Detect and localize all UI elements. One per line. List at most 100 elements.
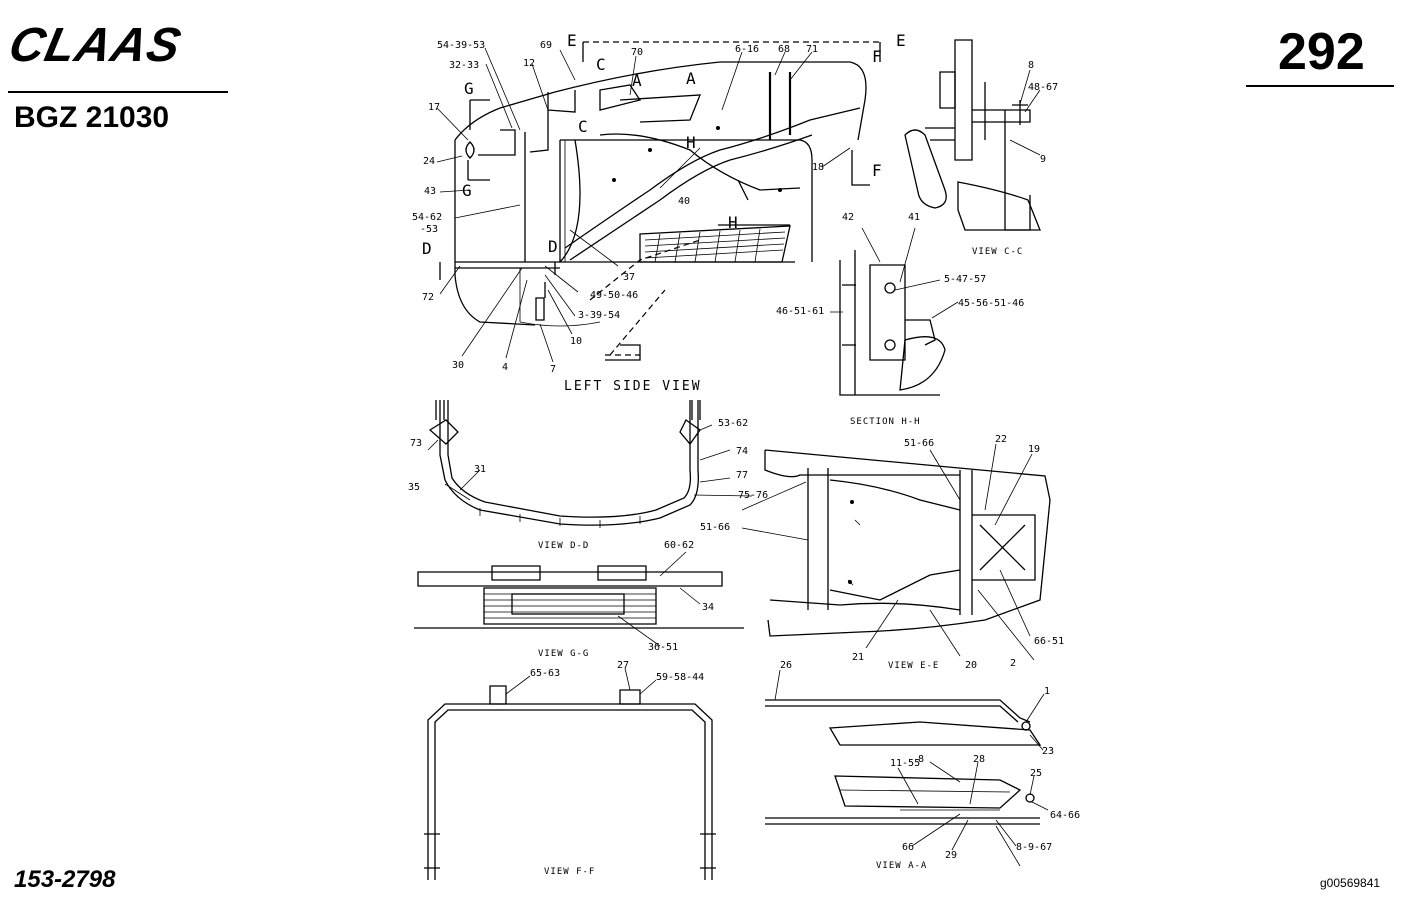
callout-label: 10: [570, 336, 582, 347]
callout-label: 30: [452, 360, 464, 371]
callout-label: 60-62: [664, 540, 694, 551]
callout-label: 2: [1010, 658, 1016, 669]
view-a-a-drawing: [765, 669, 1049, 867]
callout-label: 28: [973, 754, 985, 765]
callout-label: 53-62: [718, 418, 748, 429]
view-g-g-drawing: [414, 551, 744, 647]
callout-label: 34: [702, 602, 714, 613]
callout-label: 27: [617, 660, 629, 671]
callout-label: 77: [736, 470, 748, 481]
view-title: LEFT SIDE VIEW: [564, 379, 702, 394]
callout-label: 19: [1028, 444, 1040, 455]
callout-label: 42: [842, 212, 854, 223]
view-e-e-drawing: [741, 443, 1051, 661]
callout-label: 75-76: [738, 490, 768, 501]
view-title: VIEW E-E: [888, 661, 939, 671]
callout-label: 72: [422, 292, 434, 303]
callout-label: 17: [428, 102, 440, 113]
callout-label: 8: [1028, 60, 1034, 71]
callout-label: 43: [424, 186, 436, 197]
callout-label: 73: [410, 438, 422, 449]
callout-label: -53: [420, 224, 438, 235]
callout-label: 8: [918, 754, 924, 765]
callout-label: 54-62: [412, 212, 442, 223]
callout-label: 69: [540, 40, 552, 51]
section-letter: C: [578, 117, 588, 136]
callout-label: 9: [1040, 154, 1046, 165]
callout-label: 74: [736, 446, 748, 457]
callout-label: 24: [423, 156, 435, 167]
view-c-c-drawing: [904, 39, 1041, 231]
callout-label: 22: [995, 434, 1007, 445]
section-letter: C: [596, 55, 606, 74]
callout-label: 6-16: [735, 44, 759, 55]
view-d-d-drawing: [427, 400, 753, 528]
section-letter: E: [567, 31, 577, 50]
callout-label: 31: [474, 464, 486, 475]
section-letter: F: [872, 47, 882, 66]
callout-label: 45-56-51-46: [958, 298, 1024, 309]
callout-label: 49-50-46: [590, 290, 638, 301]
callout-label: 66-51: [1034, 636, 1064, 647]
model-number: BGZ 21030: [14, 101, 170, 134]
view-f-f-drawing: [424, 667, 716, 880]
callout-label: 36-51: [648, 642, 678, 653]
callout-label: 37: [623, 272, 635, 283]
section-letter: D: [548, 237, 558, 256]
section-h-h-drawing: [830, 227, 959, 396]
view-title: VIEW G-G: [538, 649, 589, 659]
section-letter: D: [422, 239, 432, 258]
callout-label: 26: [780, 660, 792, 671]
callout-label: 51-66: [700, 522, 730, 533]
header-divider: [8, 91, 228, 93]
callout-label: 21: [852, 652, 864, 663]
callout-label: 7: [550, 364, 556, 375]
callout-label: 11-55: [890, 758, 920, 769]
callout-label: 4: [502, 362, 508, 373]
section-letter: A: [632, 71, 642, 90]
view-title: VIEW D-D: [538, 541, 589, 551]
left-side-view-drawing: [436, 41, 881, 363]
section-letter: H: [728, 213, 738, 232]
callout-label: 54-39-53: [437, 40, 485, 51]
callout-label: 71: [806, 44, 818, 55]
callout-label: 65-63: [530, 668, 560, 679]
callout-label: 59-58-44: [656, 672, 704, 683]
section-letter: A: [686, 69, 696, 88]
callout-label: 46-51-61: [776, 306, 824, 317]
section-letter: G: [462, 181, 472, 200]
callout-label: 35: [408, 482, 420, 493]
callout-label: 51-66: [904, 438, 934, 449]
page-number: 292: [1278, 23, 1365, 81]
callout-label: 32-33: [449, 60, 479, 71]
callout-label: 8-9-67: [1016, 842, 1052, 853]
callout-label: 18: [812, 162, 824, 173]
section-letter: E: [896, 31, 906, 50]
callout-label: 12: [523, 58, 535, 69]
view-title: SECTION H-H: [850, 417, 921, 427]
section-letter: H: [686, 133, 696, 152]
callout-label: 3-39-54: [578, 310, 620, 321]
view-title: VIEW C-C: [972, 247, 1023, 257]
grille: [639, 225, 791, 263]
callout-label: 25: [1030, 768, 1042, 779]
callout-label: 5-47-57: [944, 274, 986, 285]
callout-label: 66: [902, 842, 914, 853]
callout-label: 41: [908, 212, 920, 223]
document-number: 153-2798: [14, 866, 116, 893]
callout-label: 48-67: [1028, 82, 1058, 93]
section-letter: F: [872, 161, 882, 180]
section-letter: G: [464, 79, 474, 98]
callout-label: 1: [1044, 686, 1050, 697]
callout-label: 23: [1042, 746, 1054, 757]
view-title: VIEW A-A: [876, 861, 927, 871]
view-title: VIEW F-F: [544, 867, 595, 877]
callout-label: 68: [778, 44, 790, 55]
callout-label: 70: [631, 47, 643, 58]
image-id: g00569841: [1320, 876, 1381, 890]
callout-label: 20: [965, 660, 977, 671]
page-number-divider: [1246, 85, 1394, 87]
callout-label: 29: [945, 850, 957, 861]
callout-label: 64-66: [1050, 810, 1080, 821]
